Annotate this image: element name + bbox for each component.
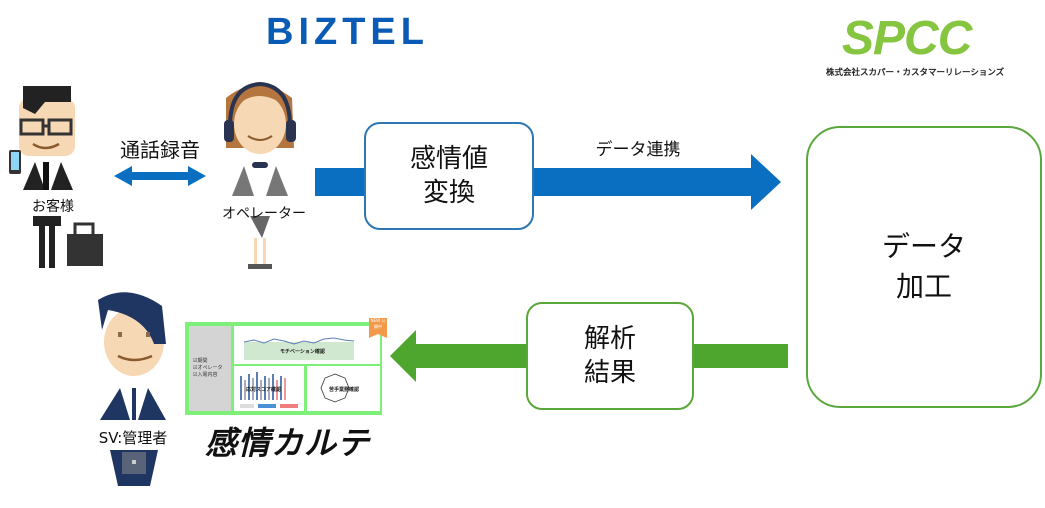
operator-figure-icon bbox=[224, 81, 296, 269]
data-link-label: データ連携 bbox=[595, 140, 681, 160]
spcc-logo: SPCC bbox=[842, 12, 972, 65]
emotion-karte-title: 感情カルテ bbox=[205, 424, 371, 462]
motivation-panel: モチベーション確認 bbox=[234, 326, 380, 364]
dashboard-filter-sidebar: ☑期間 ☑オペレータ ☑入電内容 bbox=[189, 326, 231, 411]
score-panel: 応対スコア確認 bbox=[234, 366, 304, 411]
weakness-panel-label: 苦手業務確認 bbox=[329, 387, 360, 393]
supervisor-label: SV:管理者 bbox=[98, 429, 168, 447]
operator-label: オペレーター bbox=[222, 206, 306, 222]
customer-label: お客様 bbox=[32, 199, 74, 215]
spcc-company-name: 株式会社スカパー・カスタマーリレーションズ bbox=[826, 68, 1005, 78]
call-recording-label: 通話録音 bbox=[120, 138, 200, 162]
new-ribbon-badge: NEW 公開中 bbox=[369, 318, 387, 338]
supervisor-figure-icon bbox=[98, 292, 166, 486]
bidirectional-arrow-icon bbox=[114, 166, 206, 186]
motivation-line-chart-icon bbox=[243, 337, 355, 360]
emotion-conversion-box: 感情値 変換 bbox=[364, 122, 534, 230]
filter-period: ☑期間 bbox=[193, 358, 208, 364]
data-processing-box: データ 加工 bbox=[806, 126, 1042, 408]
biztel-logo: BIZTEL bbox=[266, 11, 429, 53]
customer-figure-icon bbox=[9, 86, 103, 268]
motivation-panel-label: モチベーション確認 bbox=[280, 349, 325, 355]
score-panel-label: 応対スコア確認 bbox=[246, 387, 282, 393]
analysis-result-box: 解析 結果 bbox=[526, 302, 694, 410]
filter-operator: ☑オペレータ bbox=[193, 365, 223, 371]
weakness-radar-chart-icon bbox=[320, 373, 350, 403]
score-bar-chart-icon bbox=[240, 372, 298, 408]
filter-call-content: ☑入電内容 bbox=[193, 372, 218, 378]
weakness-panel: 苦手業務確認 bbox=[307, 366, 380, 411]
